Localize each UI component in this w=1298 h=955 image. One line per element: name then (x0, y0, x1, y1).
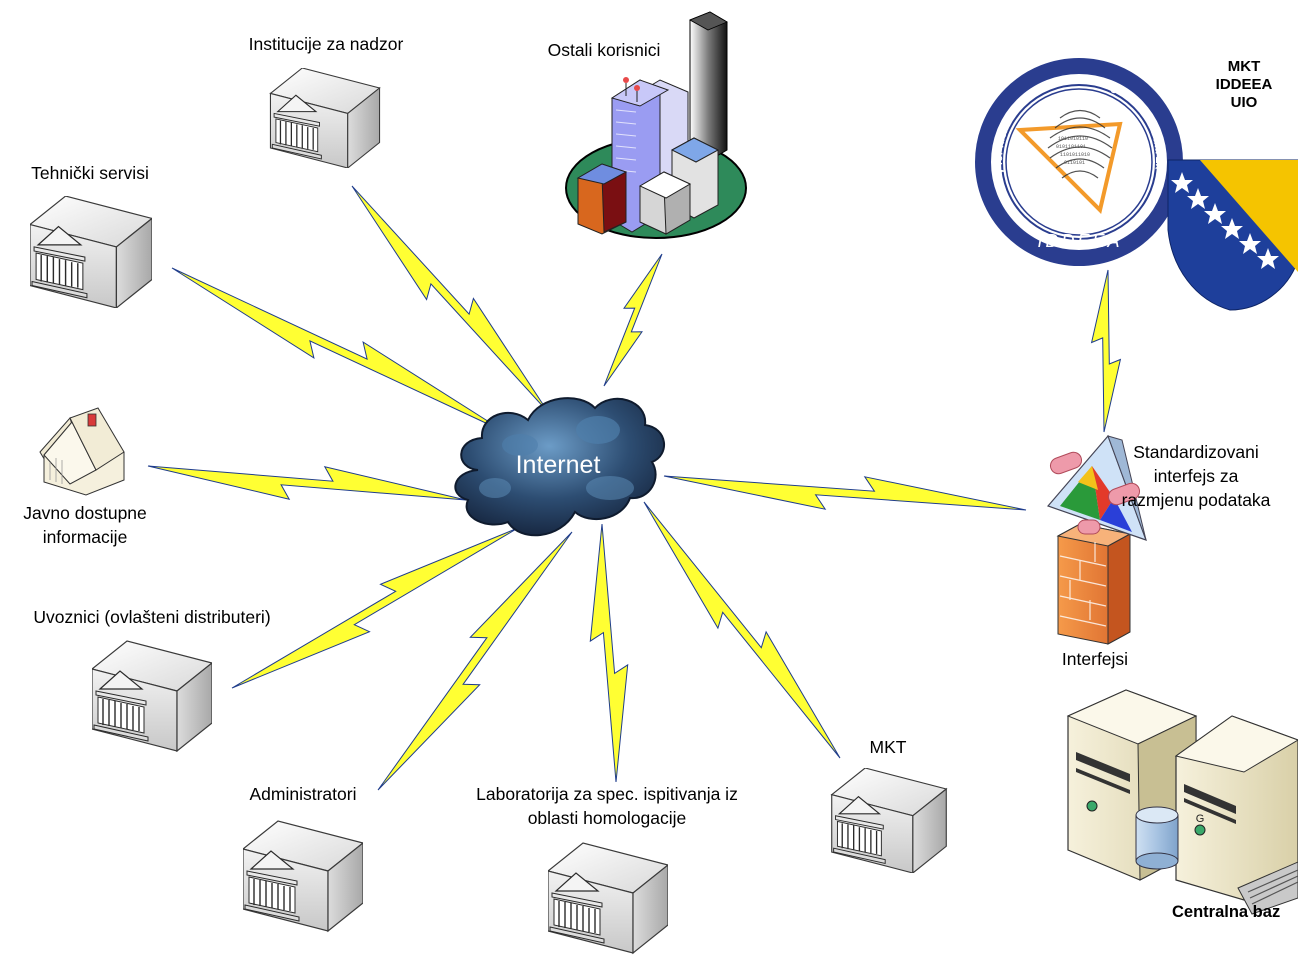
connection-bolts (147, 185, 1122, 791)
data-interface-prism-icon (1046, 434, 1147, 541)
bolt-interface (663, 475, 1027, 511)
label-central-database: Centralna baz (1172, 903, 1281, 921)
label-authority-line-3: UIO (1230, 94, 1258, 111)
administratori-building-icon (243, 820, 363, 932)
bolt-mkt (643, 501, 841, 759)
server-letter: G (1196, 813, 1205, 825)
firewall-icon (1056, 523, 1132, 645)
bolt-institucije (351, 185, 549, 413)
bolt-javno (147, 465, 467, 501)
database-servers-icon: G (1066, 689, 1298, 915)
bolt-tehnicki (171, 267, 506, 433)
label-javno: Javno dostupne informacije (23, 503, 147, 547)
tehnicki-building-icon (30, 196, 152, 308)
bolt-laboratorija (589, 523, 629, 783)
bolt-administratori (377, 531, 573, 791)
seal-bottom-text: IDDEEA (1037, 231, 1122, 251)
institucije-building-icon (269, 68, 381, 168)
label-institucije: Institucije za nadzor (248, 34, 404, 54)
svg-text:0101101101: 0101101101 (1056, 144, 1086, 150)
laboratorija-building-icon (548, 842, 668, 954)
internet-cloud-icon (454, 397, 666, 537)
label-tehnicki: Tehnički servisi (31, 163, 149, 183)
bolt-uvoznici (231, 527, 519, 689)
label-mkt: MKT (869, 737, 907, 757)
svg-text:0110101: 0110101 (1064, 160, 1085, 166)
label-standard-interface: Standardizovani interfejs za razmjenu po… (1121, 442, 1271, 510)
bih-flag-icon (1167, 159, 1298, 311)
label-authority-line-1: MKT (1227, 58, 1261, 75)
city-buildings-icon (565, 11, 747, 239)
label-administratori: Administratori (249, 784, 357, 804)
bolt-authority (1090, 269, 1122, 433)
label-interfejsi: Interfejsi (1061, 649, 1129, 669)
bolt-ostali (603, 253, 663, 387)
label-ostali: Ostali korisnici (547, 40, 661, 60)
label-authority-line-2: IDDEEA (1215, 76, 1273, 93)
label-laboratorija: Laboratorija za spec. ispitivanja iz obl… (476, 784, 738, 828)
uvoznici-building-icon (92, 640, 212, 752)
label-uvoznici: Uvoznici (ovlašteni distributeri) (33, 607, 271, 627)
internet-hub-label: Internet (515, 451, 601, 479)
house-icon (39, 407, 125, 496)
mkt-building-icon (831, 768, 947, 873)
svg-text:1011010110: 1011010110 (1058, 136, 1088, 142)
svg-text:1101011010: 1101011010 (1060, 152, 1090, 158)
